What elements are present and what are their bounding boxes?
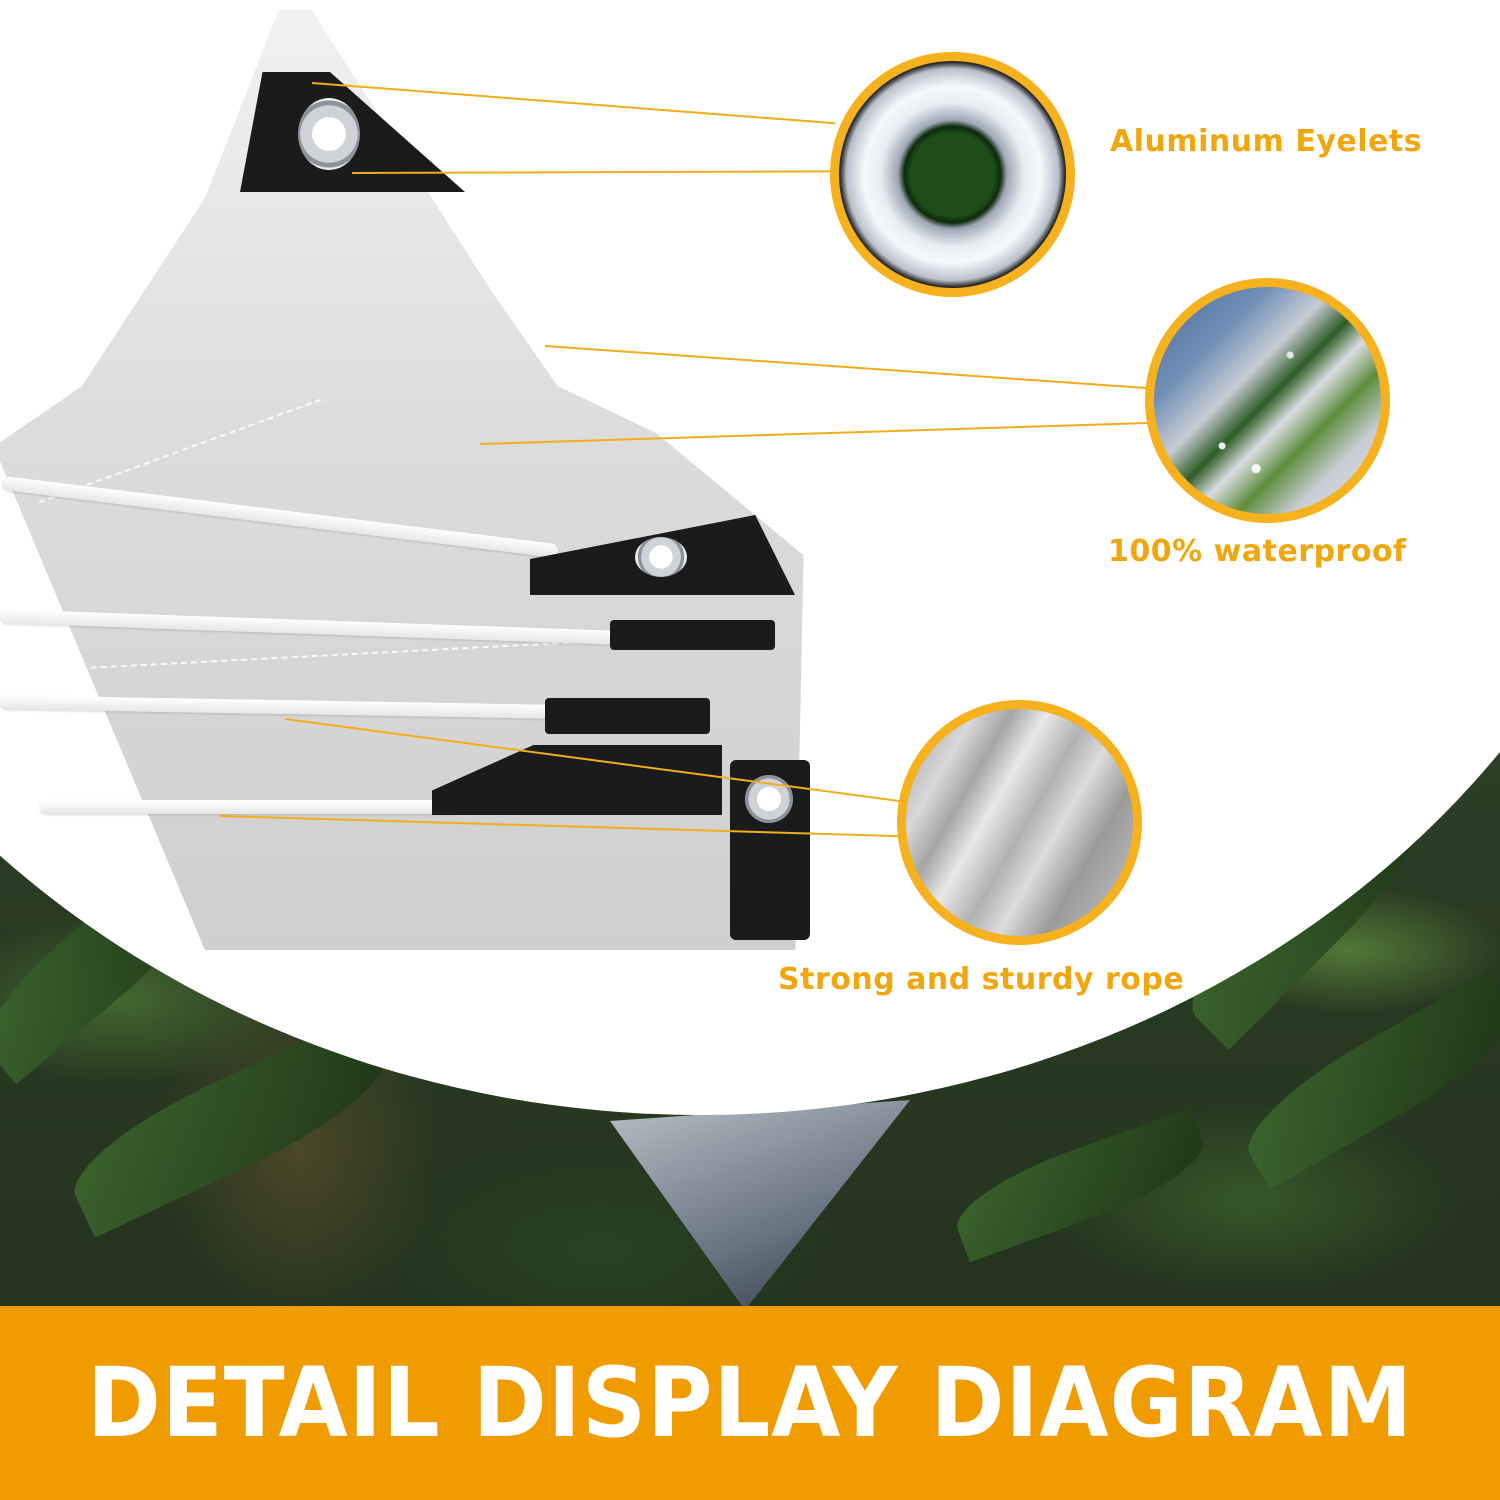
tarp-illustration [0,10,820,950]
corner-patch [610,620,775,650]
label-aluminum-eyelets: Aluminum Eyelets [1110,124,1423,159]
tarp-rope [40,800,460,814]
title-banner: DETAIL DISPLAY DIAGRAM [0,1306,1500,1500]
label-waterproof: 100% waterproof [1108,534,1407,569]
corner-patch [545,698,710,734]
wet-tarp-corner [610,1100,910,1310]
eyelet [298,98,360,170]
banner-title: DETAIL DISPLAY DIAGRAM [86,1347,1414,1459]
eyelet-closeup-icon [830,52,1075,297]
rope-closeup-icon [897,700,1142,945]
leaf-decoration [945,1107,1215,1263]
eyelet [635,537,687,577]
water-droplets-closeup-icon [1145,278,1390,523]
label-rope: Strong and sturdy rope [778,962,1185,997]
